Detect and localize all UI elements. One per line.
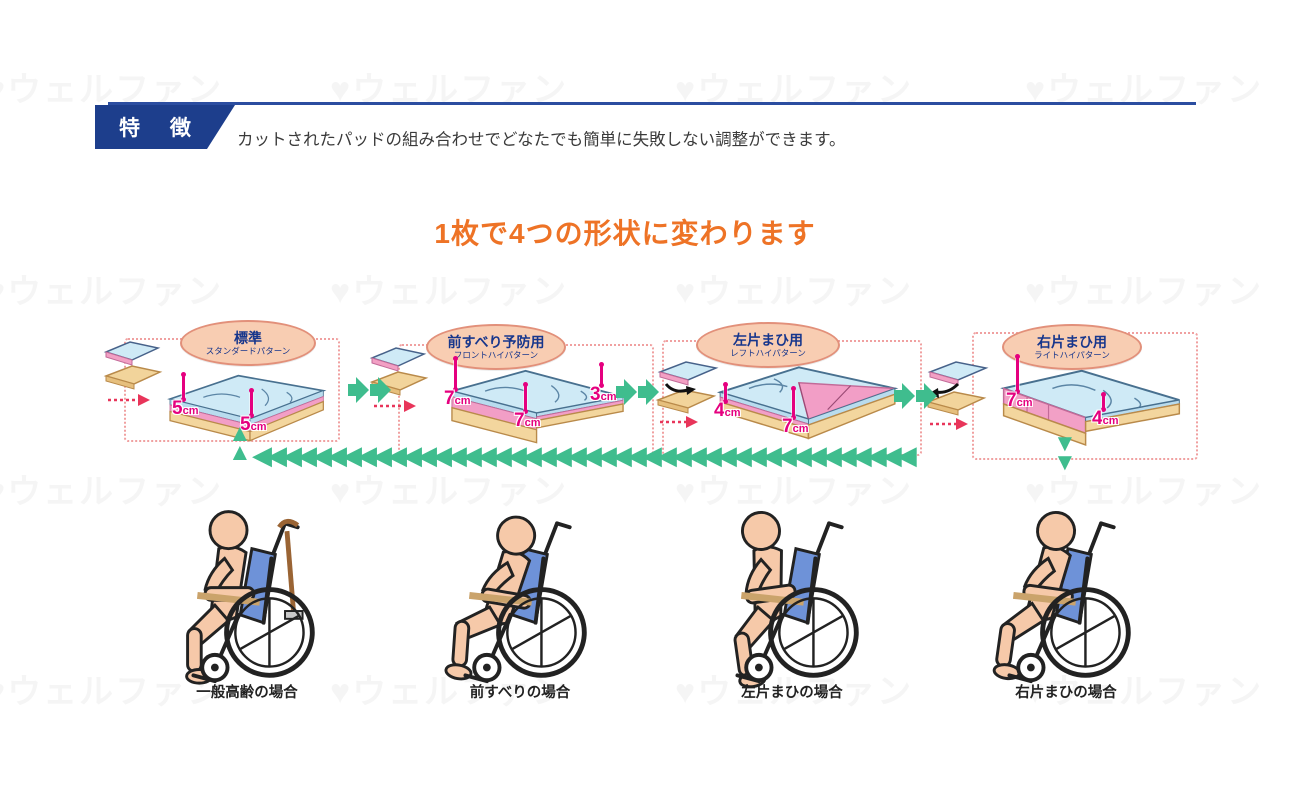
watermark-tile: ♥ウェルファン: [675, 273, 914, 311]
diagram-front-high: 前すべり予防用 フロントハイパターン 7cm 7cm 3cm: [368, 318, 658, 468]
diagram-title: 標準: [234, 329, 262, 346]
cycle-up-arrows-icon: ▲▲: [228, 420, 252, 466]
cycle-down-arrows-icon: ▼▼: [1053, 430, 1077, 476]
watermark-tile: ♥ウェルファン: [1025, 673, 1264, 711]
diagram-title: 左片まひ用: [733, 331, 803, 348]
watermark-tile: ♥ウェルファン: [675, 473, 914, 511]
measurement-label: 7cm: [1006, 354, 1060, 412]
diagram-right-high: 右片まひ用 ライトハイパターン 7cm 4cm: [920, 318, 1210, 468]
watermark-tile: ♥ウェルファン: [0, 673, 224, 711]
measurement-bar: [452, 356, 457, 392]
watermark-tile: ♥ウェルファン: [330, 473, 569, 511]
transform-arrows-icon: [348, 377, 391, 403]
measurement-bar: [522, 382, 527, 414]
diagram-standard: 標準 スタンダードパターン 5cm 5cm: [100, 318, 390, 468]
wheelchair-illustration-front-slide: [444, 515, 587, 684]
cushion-illustration-left-high: [716, 366, 899, 440]
measurement-bar: [1100, 392, 1105, 412]
diagram-label-oval: 前すべり予防用 フロントハイパターン: [426, 324, 566, 370]
case-caption: 前すべりの場合: [469, 685, 571, 701]
diagram-title: 右片まひ用: [1037, 333, 1107, 350]
watermark-tile: ♥ウェルファン: [330, 273, 569, 311]
pad-thumbnail-illustration: [103, 341, 163, 406]
pad-thumbnail-illustration: [655, 361, 719, 428]
wheelchair-illustration-upright: [185, 510, 315, 685]
diagram-subtitle: スタンダードパターン: [205, 345, 291, 356]
flip-arrow-icon: [664, 383, 696, 395]
pad-thumbnail-illustration: [925, 361, 989, 430]
transform-arrows-icon: [616, 379, 659, 405]
cushion-illustration-standard: [167, 374, 327, 442]
red-dashed-arrow-icon: [374, 400, 416, 412]
measurement-label: 5cm: [172, 372, 226, 420]
watermark-tile: ♥ウェルファン: [0, 273, 224, 311]
red-dashed-arrow-icon: [660, 416, 698, 428]
measurement-bar: [722, 382, 727, 404]
wheelchair-illustration-right-lean: [992, 510, 1131, 684]
page-title: 1枚で4つの形状に変わります: [434, 218, 816, 249]
diagram-subtitle: ライトハイパターン: [1034, 349, 1110, 360]
case-caption: 右片まひの場合: [1015, 685, 1117, 701]
measurement-bar: [790, 386, 795, 420]
measurement-label: 7cm: [444, 356, 498, 410]
diagram-subtitle: フロントハイパターン: [453, 349, 539, 360]
header-rule: [108, 102, 1196, 105]
cushion-illustration-front-high: [448, 369, 624, 444]
measurement-bar: [1014, 354, 1019, 394]
diagram-label-oval: 標準 スタンダードパターン: [180, 320, 316, 366]
wheelchair-illustration-left-lean: [733, 510, 859, 688]
measurement-label: 5cm: [240, 388, 294, 436]
watermark-tile: ♥ウェルファン: [0, 473, 224, 511]
diagram-subtitle: レフトハイパターン: [730, 347, 806, 358]
cycle-arrow-band: ◀◀◀◀◀◀◀◀◀◀◀◀◀◀◀◀◀◀◀◀◀◀◀◀◀◀◀◀◀◀◀◀◀◀◀◀◀◀◀◀…: [252, 440, 917, 470]
measurement-bar: [180, 372, 185, 402]
measurement-bar: [248, 388, 253, 418]
measurement-label: 3cm: [590, 362, 644, 406]
case-caption: 一般高齢の場合: [196, 685, 298, 701]
diagram-left-high: 左片まひ用 レフトハイパターン 4cm 7cm: [648, 318, 938, 468]
measurement-label: 7cm: [514, 382, 568, 432]
watermark-tile: ♥ウェルファン: [330, 673, 569, 711]
cushion-illustration-right-high: [1000, 369, 1181, 447]
transform-arrows-icon: [894, 383, 937, 409]
diagram-label-oval: 右片まひ用 ライトハイパターン: [1002, 324, 1142, 370]
measurement-label: 4cm: [714, 380, 768, 422]
measurement-bar: [598, 362, 603, 388]
measurement-label: 7cm: [782, 386, 836, 438]
measurement-label: 4cm: [1092, 388, 1146, 430]
red-dashed-arrow-icon: [108, 394, 150, 406]
watermark-tile: ♥ウェルファン: [1025, 273, 1264, 311]
watermark-tile: ♥ウェルファン: [675, 673, 914, 711]
watermark-tile: ♥ウェルファン: [1025, 473, 1264, 511]
diagram-title: 前すべり予防用: [447, 333, 545, 350]
case-caption: 左片まひの場合: [741, 685, 843, 701]
diagram-label-oval: 左片まひ用 レフトハイパターン: [696, 322, 840, 368]
feature-description: カットされたパッドの組み合わせでどなたでも簡単に失敗しない調整ができます。: [237, 131, 846, 149]
red-dashed-arrow-icon: [930, 418, 968, 430]
